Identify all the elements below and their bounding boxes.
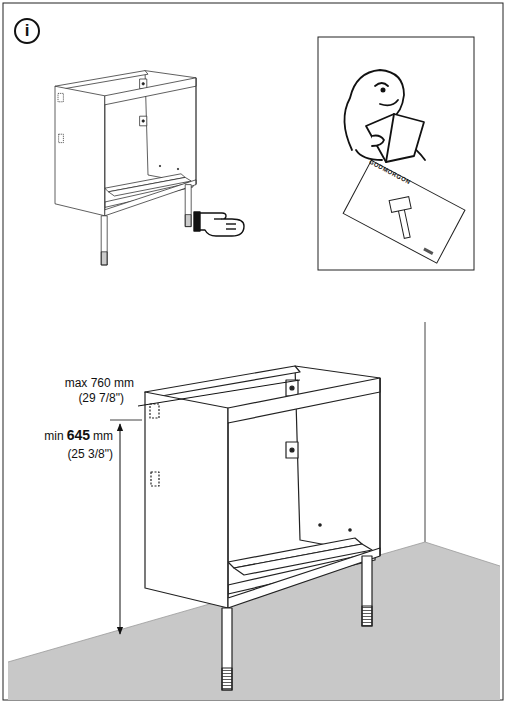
dimension-line: min 645mm <box>44 428 113 443</box>
dimension-text: mm <box>93 429 113 443</box>
dimension-text: min <box>44 429 63 443</box>
dimension-text: (25 3/8") <box>67 447 113 461</box>
info-letter: i <box>25 24 30 38</box>
dimension-value: 645 <box>67 428 90 442</box>
dimension-text: (29 7/8") <box>78 391 124 405</box>
dimension-text: max 760 mm <box>65 376 134 390</box>
